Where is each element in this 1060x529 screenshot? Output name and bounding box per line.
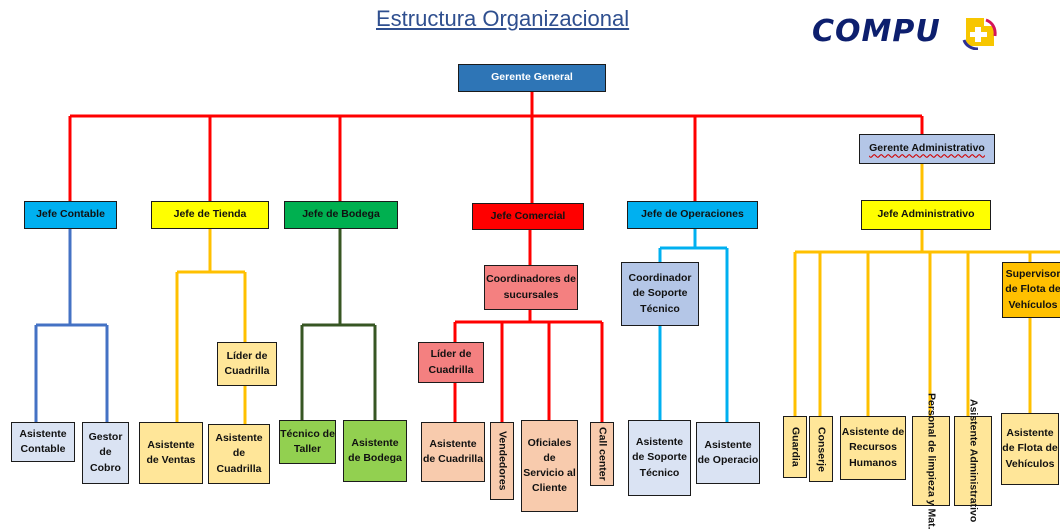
page-title: Estructura Organizacional xyxy=(376,6,630,31)
call-center-box: Call center xyxy=(590,422,614,486)
gestor-cobro-box: Gestor de Cobro xyxy=(82,422,129,484)
jefe-comercial-box: Jefe Comercial xyxy=(472,203,584,230)
lider-cuadrilla-comercial-box: Líder de Cuadrilla xyxy=(418,342,484,383)
asistente-flota-box: Asistente de Flota de Vehículos xyxy=(1001,413,1059,485)
jefe-contable-box: Jefe Contable xyxy=(24,201,117,229)
personal-limpieza-box: Personal de limpieza y Mat. xyxy=(912,393,950,529)
lider-cuadrilla-tienda-box: Líder de Cuadrilla xyxy=(217,342,277,386)
guardia-box: Guardia xyxy=(783,416,807,478)
asistente-contable-box: Asistente Contable xyxy=(11,422,75,462)
vendedores-box: Vendedores xyxy=(490,422,514,500)
conserje-box: Conserje xyxy=(809,416,833,482)
asistente-rrhh-box: Asistente de Recursos Humanos xyxy=(840,416,906,480)
jefe-operaciones-box: Jefe de Operaciones xyxy=(627,201,758,229)
asistente-bodega-box: Asistente de Bodega xyxy=(343,420,407,482)
asistente-soporte-box: Asistente de Soporte Técnico xyxy=(628,420,691,496)
jefe-tienda-box: Jefe de Tienda xyxy=(151,201,269,229)
coordinadores-sucursales-box: Coordinadores de sucursales xyxy=(484,265,578,310)
asistente-operacio-box: Asistente de Operacio xyxy=(696,422,760,484)
asistente-cuadrilla-tienda-box: Asistente de Cuadrilla xyxy=(208,424,270,484)
connector-lines xyxy=(34,92,1060,424)
jefe-administrativo-box: Jefe Administrativo xyxy=(861,200,991,230)
gerente-general-box: Gerente General xyxy=(458,64,606,92)
asistente-administrativo-box: Asistente Administrativo xyxy=(954,399,992,523)
supervisor-flota-box: Supervisor de Flota de Vehículos xyxy=(1002,262,1060,318)
gerente-administrativo-box: Gerente Administrativo xyxy=(859,134,995,164)
tecnico-taller-box: Técnico de Taller xyxy=(279,420,336,464)
jefe-bodega-box: Jefe de Bodega xyxy=(284,201,398,229)
oficiales-servicio-box: Oficiales de Servicio al Cliente xyxy=(521,420,578,512)
company-logo: COMPU xyxy=(812,14,1022,54)
logo-text: COMPU xyxy=(812,14,941,49)
coordinador-soporte-box: Coordinador de Soporte Técnico xyxy=(621,262,699,326)
plus-mark-icon xyxy=(962,18,997,50)
asistente-ventas-box: Asistente de Ventas xyxy=(139,422,203,484)
asistente-cuadrilla-comercial-box: Asistente de Cuadrilla xyxy=(421,422,485,482)
